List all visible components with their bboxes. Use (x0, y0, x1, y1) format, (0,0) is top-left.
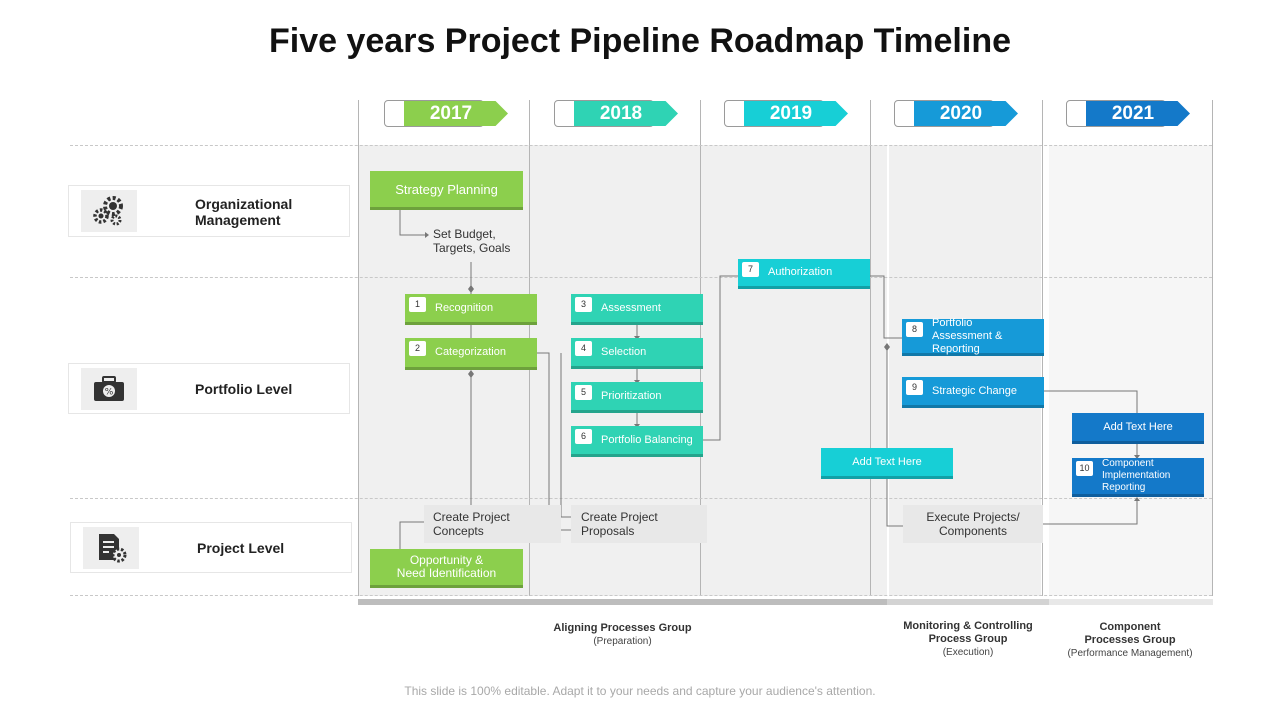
row-label: Project Level (197, 540, 285, 556)
strategic-change-box: 9 Strategic Change (902, 377, 1044, 408)
footer-note: This slide is 100% editable. Adapt it to… (404, 684, 876, 698)
year-header-2018: 2018 (554, 100, 678, 127)
create-proposals-text: Create Project Proposals (581, 510, 658, 538)
component-phase-area (1049, 145, 1212, 596)
selection-box: 4 Selection (571, 338, 703, 369)
prioritization-box: 5 Prioritization (571, 382, 703, 413)
create-concepts-area (424, 505, 561, 543)
column-divider (1212, 100, 1213, 596)
authorization-box: 7 Authorization (738, 259, 870, 289)
svg-text:%: % (105, 388, 114, 398)
component-phase-bar (1049, 599, 1213, 605)
row-project-level: Project Level (70, 522, 352, 573)
year-header-2021: 2021 (1066, 100, 1190, 127)
recognition-box: 1 Recognition (405, 294, 537, 325)
add-text-box-2021: Add Text Here (1072, 413, 1204, 444)
budget-note: Set Budget, Targets, Goals (433, 227, 511, 255)
year-label: 2017 (404, 101, 508, 126)
portfolio-balancing-box: 6 Portfolio Balancing (571, 426, 703, 457)
row-organizational-management: Organizational Management (68, 185, 350, 237)
opportunity-box: Opportunity & Need Identification (370, 549, 523, 588)
portfolio-assessment-box: 8 Portfolio Assessment & Reporting (902, 317, 1044, 356)
row-separator (70, 595, 1212, 596)
year-label: 2019 (744, 101, 848, 126)
add-text-box-2019: Add Text Here (821, 448, 953, 479)
column-divider (358, 100, 359, 596)
gears-icon (81, 190, 137, 232)
execute-projects-text: Execute Projects/ Components (926, 510, 1020, 538)
categorization-box: 2 Categorization (405, 338, 537, 370)
monitoring-controlling-group: Monitoring & Controlling Process Group (… (903, 620, 1033, 658)
strategy-planning-box: Strategy Planning (370, 171, 523, 210)
create-proposals-area (571, 505, 707, 543)
column-divider (870, 100, 871, 596)
year-label: 2020 (914, 101, 1018, 126)
row-separator (70, 277, 1212, 278)
aligning-processes-group: Aligning Processes Group (Preparation) (553, 622, 692, 647)
row-label: Portfolio Level (195, 381, 293, 397)
year-header-2020: 2020 (894, 100, 1018, 127)
create-concepts-text: Create Project Concepts (433, 510, 510, 538)
aligning-phase-bar (358, 599, 887, 605)
component-processes-group: Component Processes Group (Performance M… (1067, 621, 1193, 659)
slide-title: Five years Project Pipeline Roadmap Time… (269, 22, 1011, 60)
row-label: Organizational Management (195, 196, 293, 228)
row-portfolio-level: % Portfolio Level (68, 363, 350, 414)
document-gear-icon (83, 527, 139, 569)
row-separator (70, 498, 1212, 499)
year-label: 2018 (574, 101, 678, 126)
component-implementation-box: 10 Component Implementation Reporting (1072, 458, 1204, 497)
execute-projects-area (903, 505, 1043, 543)
year-header-2017: 2017 (384, 100, 508, 127)
monitoring-phase-bar (887, 599, 1049, 605)
year-header-2019: 2019 (724, 100, 848, 127)
briefcase-percent-icon: % (81, 368, 137, 410)
year-label: 2021 (1086, 101, 1190, 126)
assessment-box: 3 Assessment (571, 294, 703, 325)
row-separator (70, 145, 1212, 146)
